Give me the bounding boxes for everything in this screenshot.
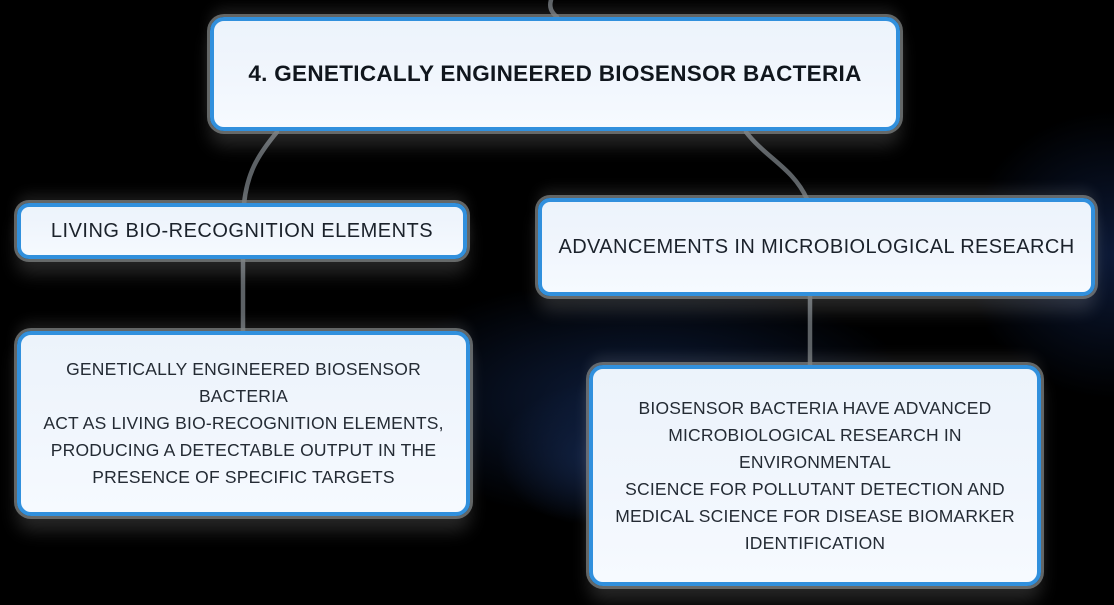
root-node-label: 4. GENETICALLY ENGINEERED BIOSENSOR BACT… — [248, 61, 862, 86]
connector-root-parent-stub — [548, 0, 560, 20]
topic-node-label: ADVANCEMENTS IN MICROBIOLOGICAL RESEARCH — [558, 235, 1075, 258]
detail-node-microbiological-research[interactable]: BIOSENSOR BACTERIA HAVE ADVANCED MICROBI… — [589, 365, 1041, 586]
detail-node-text: GENETICALLY ENGINEERED BIOSENSOR BACTERI… — [43, 359, 444, 487]
topic-node-microbiological-research[interactable]: ADVANCEMENTS IN MICROBIOLOGICAL RESEARCH — [538, 198, 1095, 296]
detail-node-text: BIOSENSOR BACTERIA HAVE ADVANCED MICROBI… — [615, 397, 1015, 553]
connector-root-to-right-topic — [743, 129, 810, 202]
root-node[interactable]: 4. GENETICALLY ENGINEERED BIOSENSOR BACT… — [210, 17, 900, 131]
topic-node-label: LIVING BIO-RECOGNITION ELEMENTS — [50, 219, 434, 242]
detail-node-living-bio-recognition[interactable]: GENETICALLY ENGINEERED BIOSENSOR BACTERI… — [17, 331, 470, 516]
topic-node-living-bio-recognition[interactable]: LIVING BIO-RECOGNITION ELEMENTS — [17, 203, 467, 259]
connector-root-to-left-topic — [241, 129, 280, 207]
